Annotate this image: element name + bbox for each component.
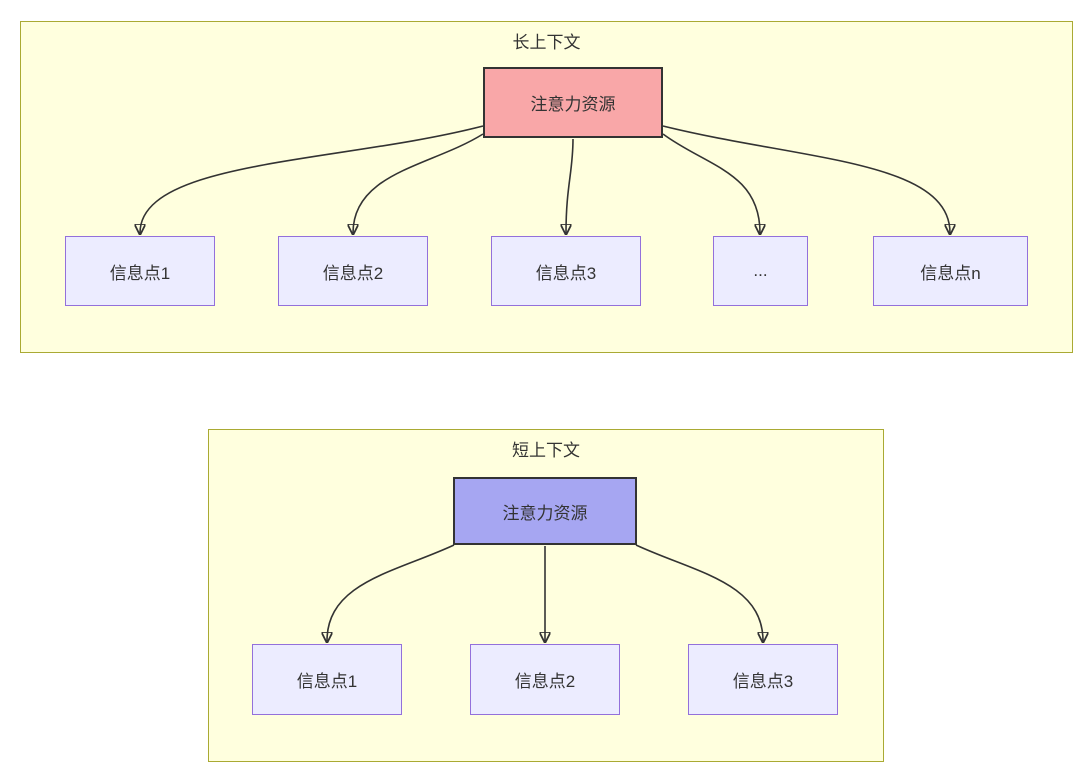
- info-node-short-1: 信息点1: [252, 644, 402, 715]
- info-node-long-ellipsis: ...: [713, 236, 808, 306]
- info-node-label: 信息点2: [322, 263, 384, 283]
- long-context-title: 长上下文: [512, 33, 581, 52]
- info-node-long-3: 信息点3: [491, 236, 641, 306]
- attention-resource-node-long: 注意力资源: [483, 67, 663, 138]
- info-node-long-1: 信息点1: [65, 236, 215, 306]
- info-node-label: ...: [753, 261, 768, 280]
- info-node-label: 信息点3: [732, 672, 794, 691]
- info-node-label: 信息点3: [535, 263, 597, 283]
- info-node-label: 信息点n: [920, 263, 981, 283]
- short-context-title: 短上下文: [512, 441, 580, 460]
- info-node-label: 信息点1: [296, 672, 358, 691]
- info-node-long-n: 信息点n: [873, 236, 1028, 306]
- info-node-short-3: 信息点3: [688, 644, 838, 715]
- attention-resource-node-short: 注意力资源: [453, 477, 637, 545]
- info-node-label: 信息点2: [514, 672, 576, 691]
- info-node-short-2: 信息点2: [470, 644, 620, 715]
- info-node-label: 信息点1: [109, 263, 171, 283]
- attention-resource-label-long: 注意力资源: [530, 95, 616, 114]
- attention-resource-label-short: 注意力资源: [502, 503, 588, 523]
- info-node-long-2: 信息点2: [278, 236, 428, 306]
